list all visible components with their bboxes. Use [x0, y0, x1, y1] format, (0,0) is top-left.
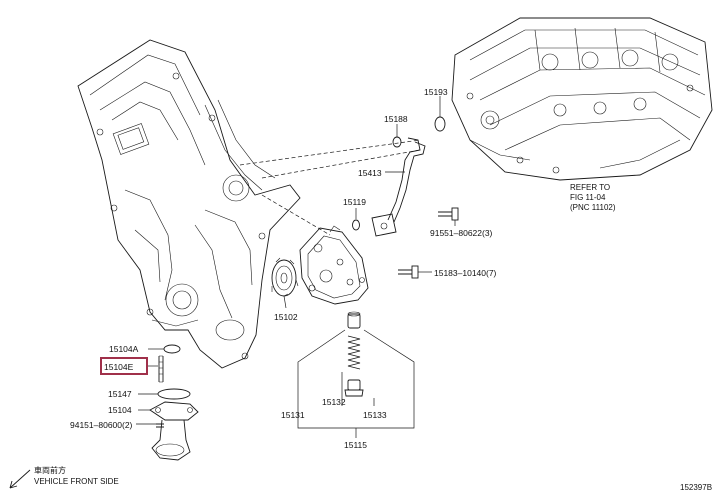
- label-15147[interactable]: 15147: [108, 389, 132, 399]
- label-15132[interactable]: 15132: [322, 397, 346, 407]
- timing-chain-cover: [77, 39, 301, 369]
- label-15131[interactable]: 15131: [281, 410, 305, 420]
- label-15188[interactable]: 15188: [384, 114, 408, 124]
- cylinder-head: [451, 17, 713, 181]
- stud-15104e: [158, 356, 164, 382]
- bolt-15183-10140: [398, 265, 432, 279]
- highlight-box-15104e: [100, 357, 148, 375]
- label-91551-80622[interactable]: 91551–80622(3): [430, 228, 493, 238]
- label-15183-10140[interactable]: 15183–10140(7): [434, 268, 497, 278]
- label-15119[interactable]: 15119: [343, 197, 366, 207]
- label-15104e[interactable]: 15104E: [104, 362, 134, 372]
- gasket-15188: [392, 124, 402, 148]
- label-15133[interactable]: 15133: [363, 410, 387, 420]
- label-15104[interactable]: 15104: [108, 405, 132, 415]
- label-15104a[interactable]: 15104A: [109, 344, 139, 354]
- dash-line-head-to-cover: [239, 139, 421, 166]
- gasket-15119: [352, 208, 360, 231]
- oil-pump-body: [299, 225, 369, 305]
- direction-arrow-icon: [9, 469, 31, 489]
- direction-label-jp: 車両前方: [34, 465, 66, 475]
- dash-line-pump-to-cover: [261, 194, 331, 236]
- refer-note-line1: REFER TO: [570, 183, 610, 192]
- o-ring-15193: [434, 96, 446, 132]
- relief-valve-plunger: [347, 313, 361, 329]
- refer-note-line3: (PNC 11102): [570, 203, 616, 212]
- gasket-15104a: [163, 344, 181, 354]
- strainer-15104: [149, 401, 199, 421]
- oil-pump-rotor-15102: [271, 257, 299, 309]
- label-15413[interactable]: 15413: [358, 168, 382, 178]
- figure-code: 152397B: [680, 483, 712, 492]
- label-15193[interactable]: 15193: [424, 87, 448, 97]
- label-94151-80600[interactable]: 94151–80600(2): [70, 420, 133, 430]
- gasket-15147: [157, 388, 191, 400]
- oil-pipe-15413: [371, 137, 426, 237]
- relief-valve-spring-15132: [347, 335, 361, 370]
- label-15102[interactable]: 15102: [274, 312, 298, 322]
- relief-valve-group: [297, 311, 415, 438]
- relief-valve-plug-15133: [347, 379, 361, 391]
- oil-strainer-group: [136, 344, 199, 461]
- bolt-91551-80622: [438, 207, 459, 226]
- dash-line-head-to-cover-2: [261, 149, 421, 179]
- vehicle-front-indicator: 車両前方 VEHICLE FRONT SIDE: [9, 465, 119, 489]
- refer-note-line2: FIG 11-04: [570, 193, 606, 202]
- label-15115[interactable]: 15115: [344, 440, 367, 450]
- direction-label-en: VEHICLE FRONT SIDE: [34, 477, 119, 486]
